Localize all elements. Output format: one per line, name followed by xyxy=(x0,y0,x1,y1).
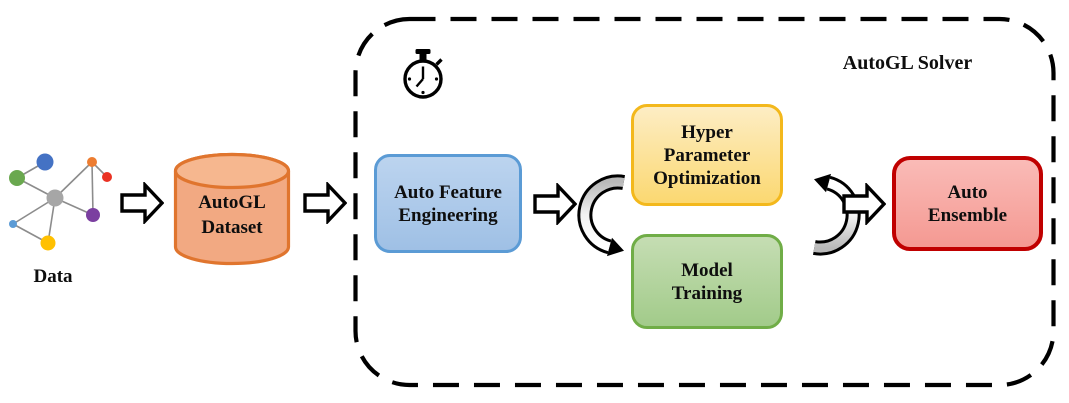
flow-arrow-3-icon xyxy=(533,183,577,225)
flow-arrow-4-icon xyxy=(842,183,886,225)
graph-node-orange xyxy=(87,157,97,167)
graph-node-lightblue xyxy=(9,220,17,228)
graph-node-purple xyxy=(86,208,100,222)
model-training-label: Model Training xyxy=(671,259,743,304)
curved-arrow-up-icon xyxy=(812,173,861,256)
auto-feature-engineering-label: Auto Feature Engineering xyxy=(394,181,502,226)
graph-node-red xyxy=(102,172,112,182)
stopwatch-icon xyxy=(403,49,443,99)
auto-ensemble-box: Auto Ensemble xyxy=(892,156,1043,251)
hyper-parameter-optimization-label: Hyper Parameter Optimization xyxy=(653,121,761,189)
auto-feature-engineering-box: Auto Feature Engineering xyxy=(374,154,522,253)
hyper-parameter-optimization-box: Hyper Parameter Optimization xyxy=(631,104,783,206)
autogl-solver-label: AutoGL Solver xyxy=(842,52,973,74)
curved-arrow-down-icon xyxy=(577,174,626,257)
solver-boundary xyxy=(353,16,1056,388)
autogl-dataset-label: AutoGL Dataset xyxy=(198,192,266,238)
data-label: Data xyxy=(33,266,73,287)
flow-arrow-2-icon xyxy=(303,182,347,224)
graph-node-yellow xyxy=(40,235,56,251)
autogl-dataset-node: AutoGL Dataset xyxy=(172,150,292,268)
database-cylinder-icon xyxy=(173,152,291,266)
graph-edge xyxy=(54,161,93,199)
graph-node-green xyxy=(9,170,25,186)
model-training-box: Model Training xyxy=(631,234,783,329)
graph-node-gray xyxy=(46,189,64,207)
flow-arrow-1-icon xyxy=(120,182,164,224)
auto-ensemble-label: Auto Ensemble xyxy=(927,181,1008,226)
network-graph-icon xyxy=(9,153,112,251)
graph-edge xyxy=(91,161,94,216)
graph-node-blue xyxy=(36,153,54,171)
